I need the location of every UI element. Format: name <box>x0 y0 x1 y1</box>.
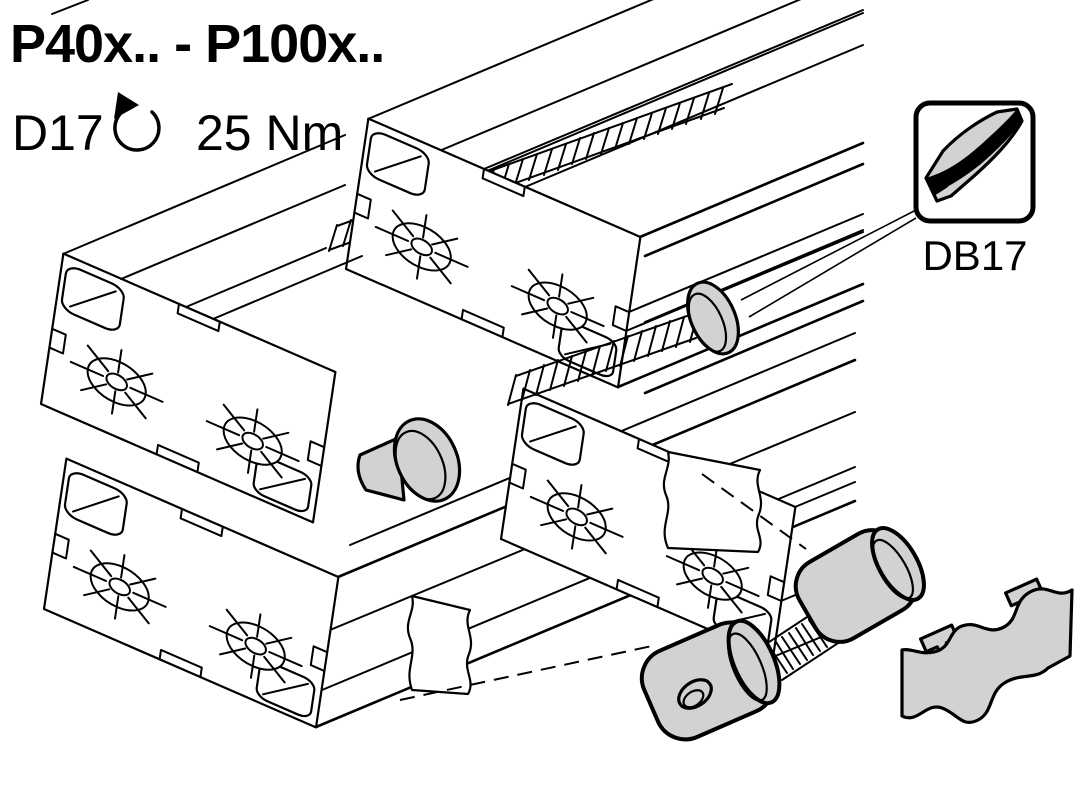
torque-code: D17 <box>12 105 104 161</box>
bolt-head-in-slot <box>356 417 462 503</box>
top-beam-edges <box>616 141 865 389</box>
upper-left-lines <box>62 134 363 320</box>
detail-callout: DB17 <box>740 100 1036 318</box>
drill-bit-icon <box>924 107 1024 203</box>
bolt-head-oval <box>686 280 740 356</box>
callout-leader-lines <box>740 209 917 318</box>
upper-front-line <box>644 229 864 323</box>
break-line-cutout <box>662 450 763 554</box>
slot-wedge <box>356 436 406 502</box>
connector-head-left <box>639 618 782 742</box>
connector-head-right <box>793 526 926 644</box>
cover-strip-body <box>900 587 1074 724</box>
upper-front-edges <box>643 162 865 395</box>
break-line-cutout <box>406 594 473 696</box>
profile-stack-drawing <box>41 0 865 727</box>
torque-value: 25 Nm <box>196 105 343 161</box>
cover-profile-strip-drawing <box>900 577 1074 724</box>
top-beam-lines <box>51 0 864 332</box>
assembly-dashed-leaders <box>399 473 807 701</box>
hex-socket-hole <box>677 678 713 710</box>
threaded-rod-middle <box>507 280 740 406</box>
page-title: P40x.. - P100x.. <box>10 14 384 74</box>
detail-label: DB17 <box>922 232 1027 279</box>
rotate-clockwise-arrow-icon <box>113 92 161 152</box>
bolt-connector-exploded-drawing <box>639 526 926 742</box>
